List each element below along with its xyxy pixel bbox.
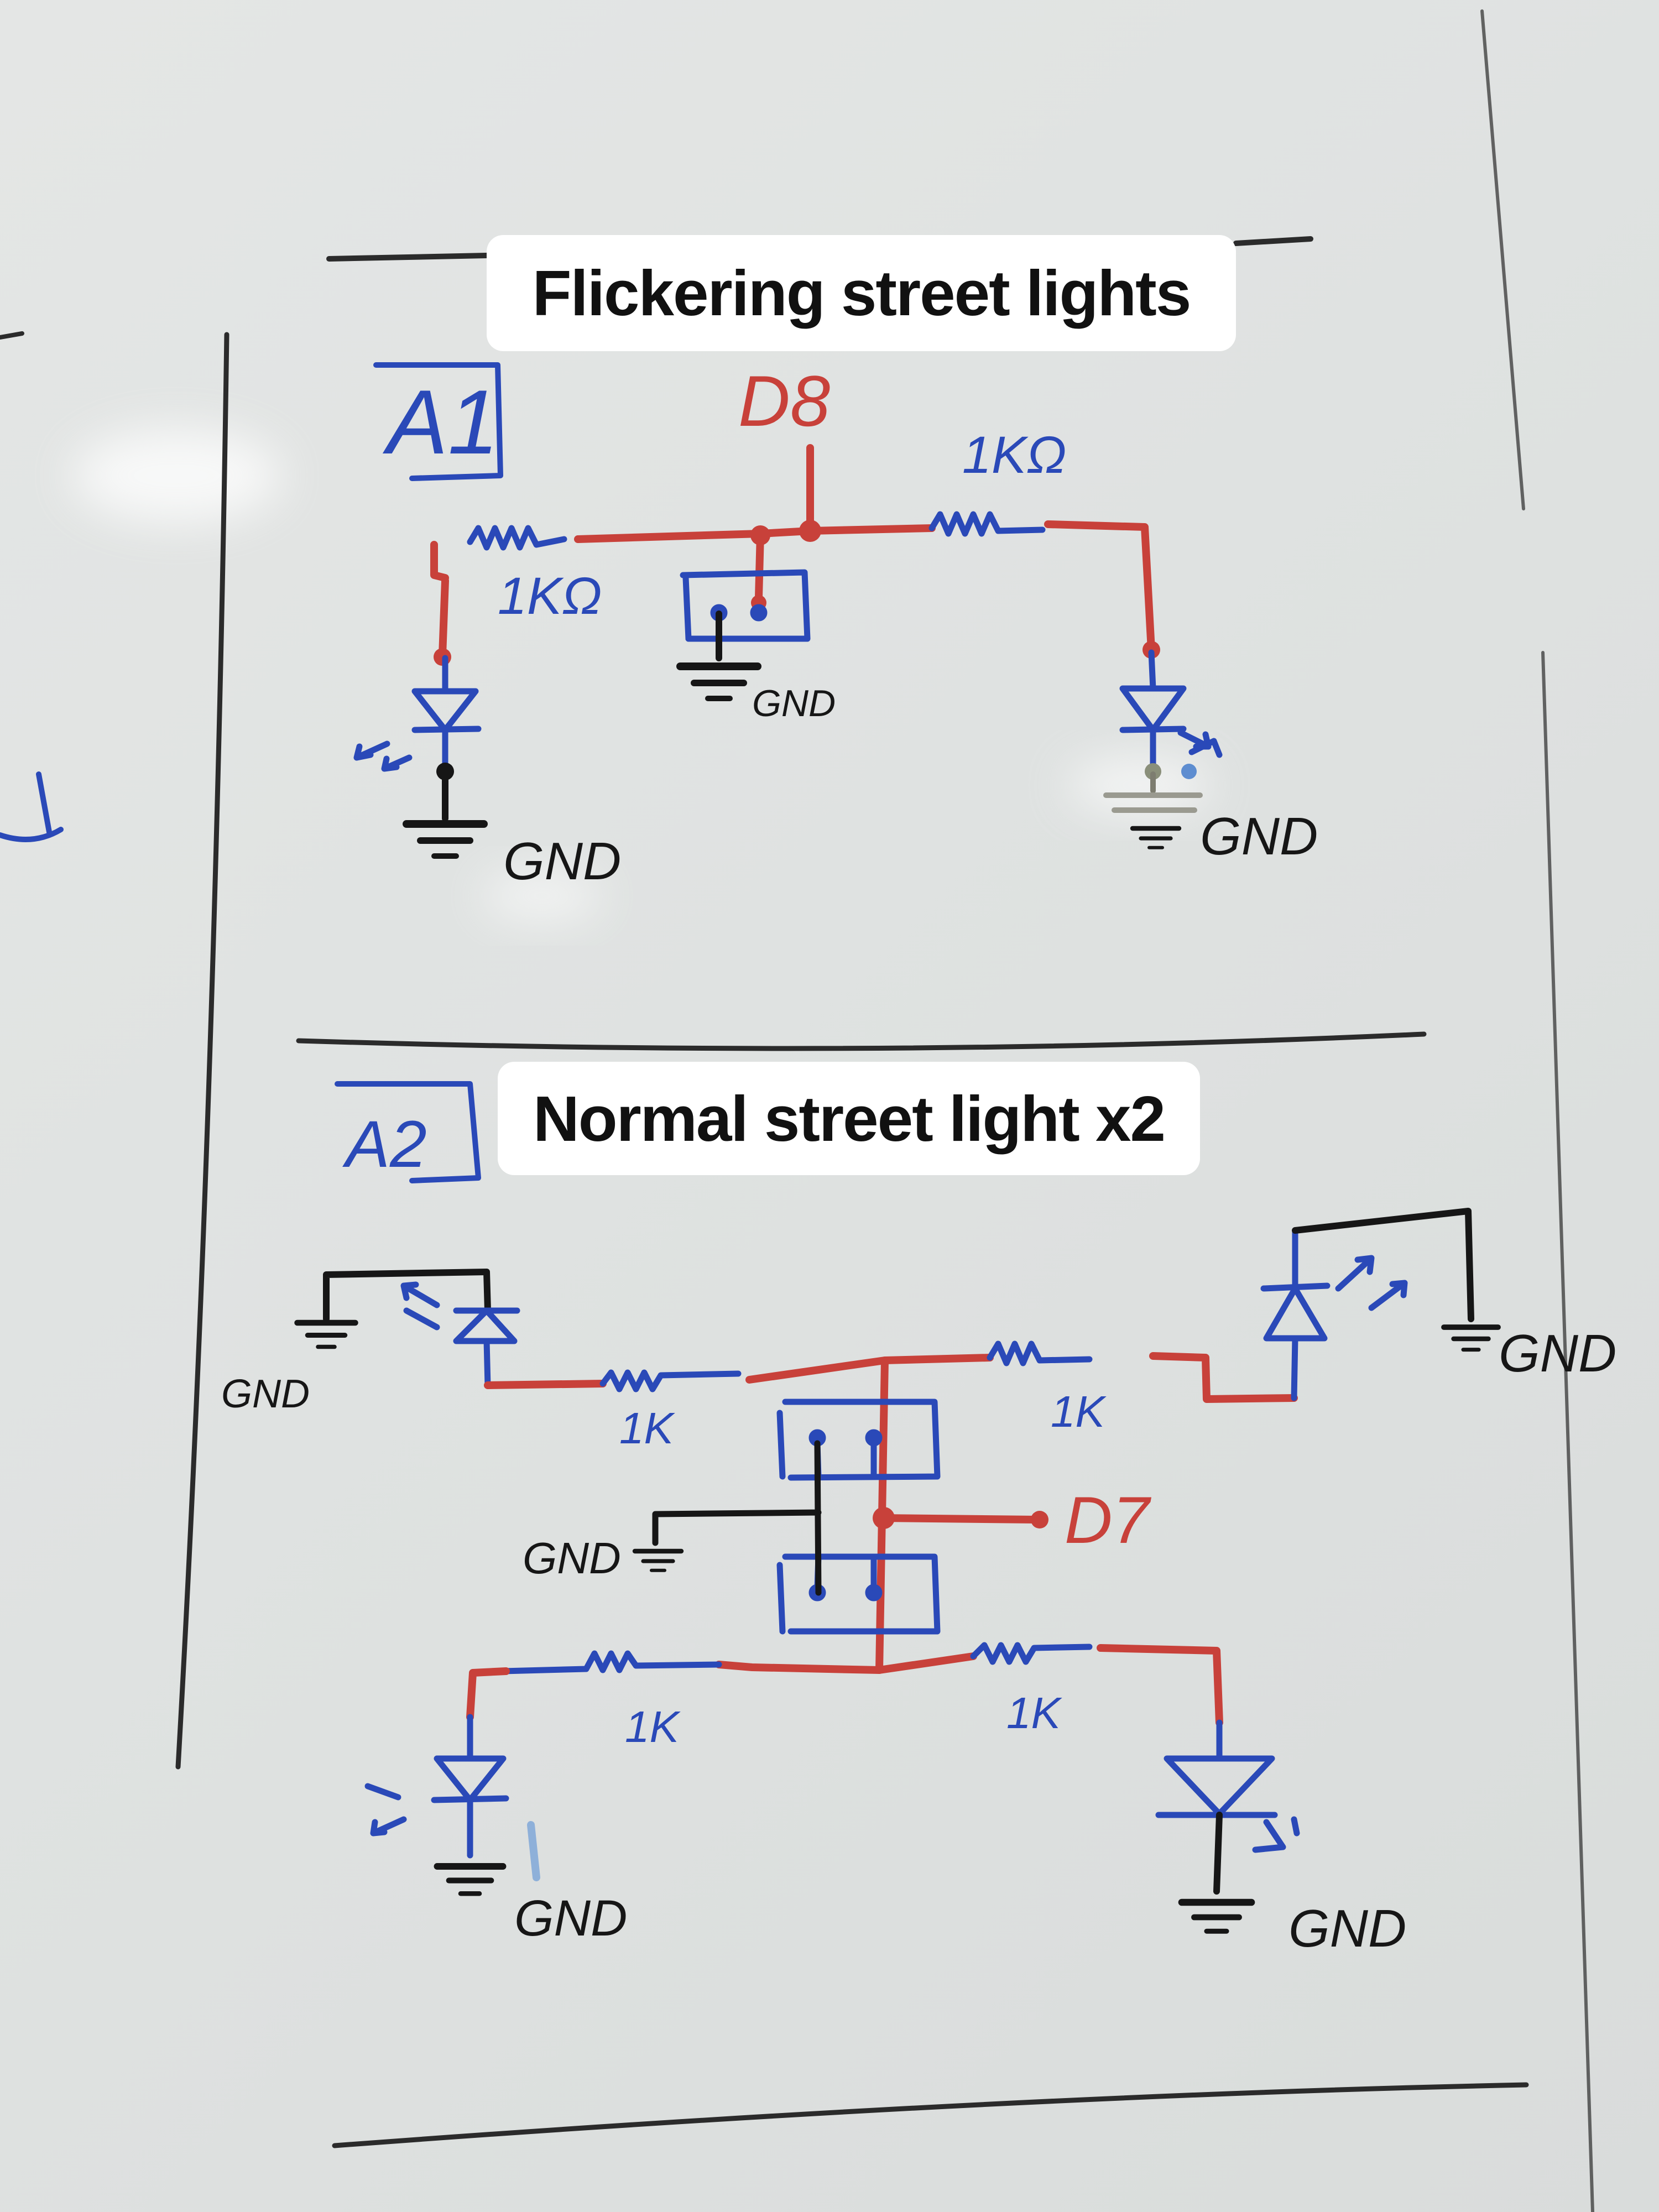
pushbutton-a2-top bbox=[776, 1399, 941, 1481]
a2-label-box bbox=[335, 1081, 481, 1183]
gnd-label-a2-bottom-left: GND bbox=[514, 1890, 627, 1947]
pushbutton-a2-bottom bbox=[776, 1553, 941, 1635]
led-a2-bottom-left bbox=[364, 1714, 509, 1859]
resistor-a1-right bbox=[928, 511, 1046, 537]
resistor-a2-top-left bbox=[599, 1369, 742, 1392]
resistor-a2-bottom-left bbox=[500, 1650, 722, 1674]
light-glare bbox=[72, 429, 282, 523]
resistor-a1-left bbox=[467, 525, 567, 551]
led-a2-bottom-right bbox=[1155, 1719, 1300, 1853]
led-a2-top-right bbox=[1260, 1227, 1408, 1401]
led-a1-right bbox=[1119, 649, 1223, 769]
gnd-label-a1-right: GND bbox=[1200, 807, 1318, 866]
a1-label: A1 bbox=[382, 371, 499, 473]
light-glare bbox=[481, 871, 603, 921]
gnd-label-a2-bottom-right: GND bbox=[1288, 1899, 1406, 1958]
a1-label-box bbox=[373, 362, 503, 481]
title-normal-street-light: Normal street light x2 bbox=[498, 1062, 1200, 1175]
gnd-label-a2-top-left: GND bbox=[221, 1372, 310, 1416]
title-a2-text: Normal street light x2 bbox=[533, 1082, 1166, 1155]
frame-lines bbox=[0, 9, 1594, 2212]
gnd-label-a1-button: GND bbox=[752, 682, 836, 724]
a2-circuit bbox=[298, 1081, 1499, 1931]
resistor-a2-bottom-right bbox=[970, 1642, 1093, 1665]
a1-circuit bbox=[353, 362, 1223, 856]
gnd-label-a2-buttons: GND bbox=[523, 1533, 621, 1583]
a2-label: A2 bbox=[342, 1107, 427, 1181]
resistor-a1-left-label: 1KΩ bbox=[498, 567, 602, 625]
title-a1-text: Flickering street lights bbox=[532, 257, 1192, 329]
resistor-a2-top-right bbox=[987, 1340, 1093, 1366]
title-flickering-street-lights: Flickering street lights bbox=[487, 235, 1236, 351]
gnd-label-a2-top-right: GND bbox=[1499, 1324, 1616, 1383]
light-glare bbox=[1067, 758, 1211, 813]
pin-d8-label: D8 bbox=[738, 361, 830, 441]
resistor-a2-top-right-label: 1K bbox=[1051, 1387, 1107, 1436]
pushbutton-a1 bbox=[680, 569, 811, 642]
resistor-a1-right-label: 1KΩ bbox=[962, 426, 1066, 484]
led-a2-top-left bbox=[400, 1281, 520, 1389]
pin-d7-label: D7 bbox=[1065, 1483, 1152, 1557]
resistor-a2-bottom-right-label: 1K bbox=[1006, 1688, 1062, 1738]
led-a1-left bbox=[353, 655, 482, 772]
resistor-a2-top-left-label: 1K bbox=[619, 1404, 675, 1453]
resistor-a2-bottom-left-label: 1K bbox=[625, 1702, 681, 1751]
gnd-label-a1-left: GND bbox=[503, 832, 621, 891]
